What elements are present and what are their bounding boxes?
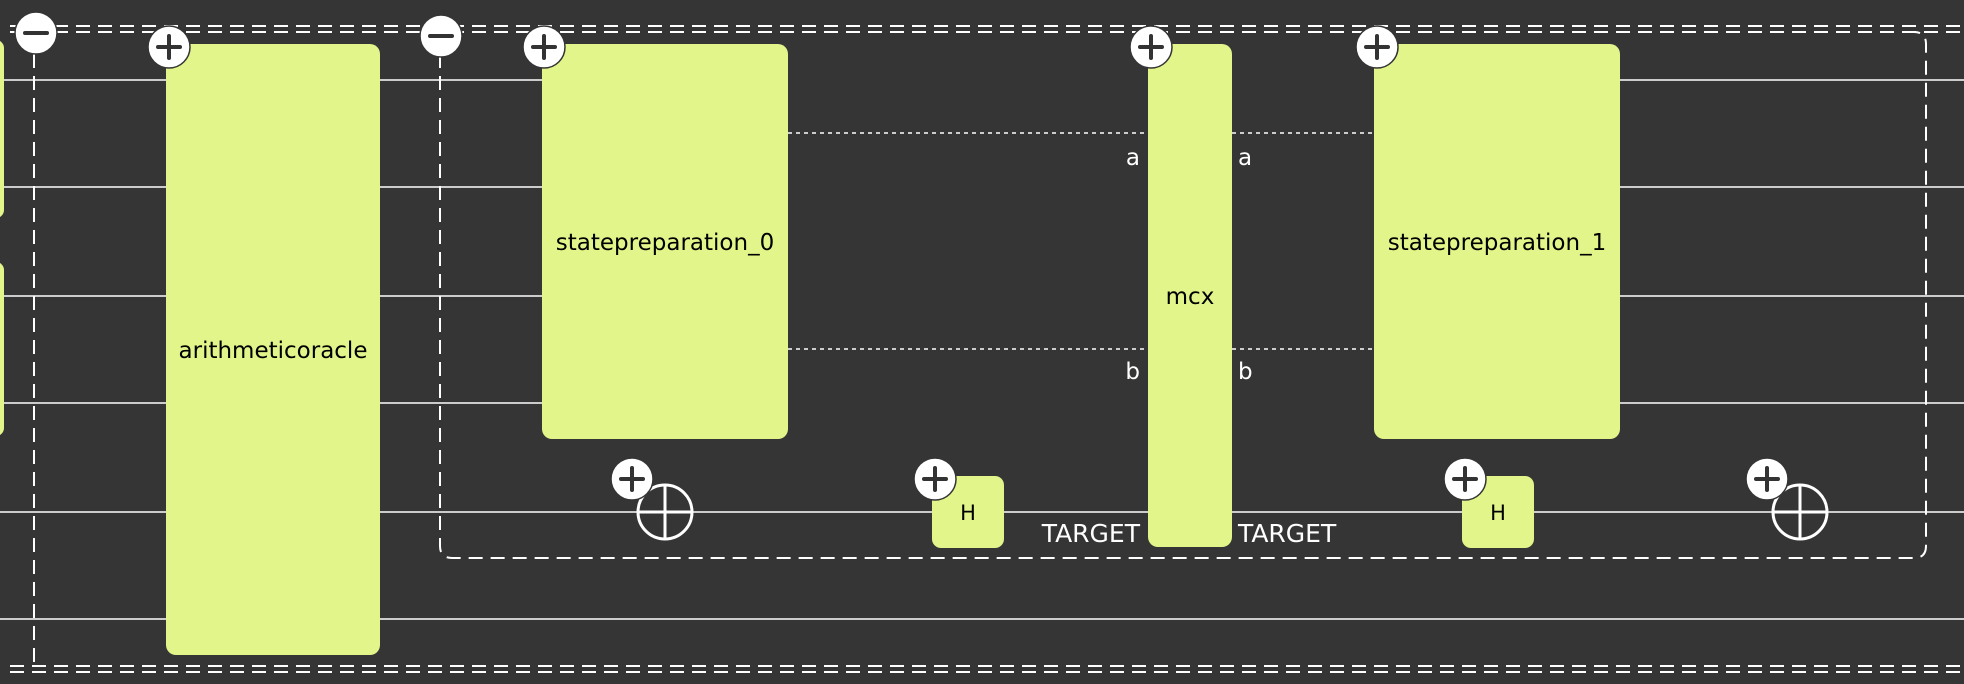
plus-circle-icon[interactable]	[1355, 25, 1399, 69]
plus-circle-icon[interactable]	[913, 457, 957, 501]
gate-statepreparation-0[interactable]: statepreparation_0	[542, 44, 788, 439]
gate-label-h-first: H	[960, 501, 976, 525]
plus-circle-icon[interactable]	[1129, 25, 1173, 69]
gate-statepreparation-1[interactable]: statepreparation_1	[1374, 44, 1620, 439]
port-label-target-out: TARGET	[1237, 519, 1337, 548]
port-label-mcx-out-b: b	[1238, 359, 1253, 385]
gate-arithmeticoracle[interactable]: arithmeticoracle	[166, 44, 380, 655]
gate-label-mcx: mcx	[1166, 284, 1215, 310]
partial-gate-top[interactable]	[0, 40, 4, 218]
minus-circle-icon[interactable]	[14, 11, 58, 55]
gate-mcx[interactable]: mcx	[1148, 44, 1232, 547]
port-label-mcx-out-a: a	[1238, 145, 1252, 171]
gate-label-arithmeticoracle: arithmeticoracle	[179, 338, 368, 364]
plus-circle-icon[interactable]	[522, 25, 566, 69]
gate-label-h-second: H	[1490, 501, 1506, 525]
port-label-mcx-in-a: a	[1126, 145, 1140, 171]
port-label-mcx-in-b: b	[1125, 359, 1140, 385]
partial-gate-bottom[interactable]	[0, 262, 4, 436]
plus-circle-icon[interactable]	[610, 457, 654, 501]
inner-group-boundary	[439, 31, 1927, 559]
outer-group-boundary	[10, 25, 1964, 673]
plus-circle-icon[interactable]	[147, 25, 191, 69]
register-wires	[788, 132, 1374, 350]
gate-label-statepreparation-0: statepreparation_0	[556, 230, 774, 256]
qubit-wires	[0, 79, 1964, 620]
port-label-target-in: TARGET	[1041, 519, 1141, 548]
plus-circle-icon[interactable]	[1443, 457, 1487, 501]
plus-circle-icon[interactable]	[1745, 457, 1789, 501]
gate-label-statepreparation-1: statepreparation_1	[1388, 230, 1606, 256]
oplus-icon[interactable]	[636, 483, 694, 541]
minus-circle-icon[interactable]	[419, 14, 463, 58]
oplus-icon[interactable]	[1771, 483, 1829, 541]
